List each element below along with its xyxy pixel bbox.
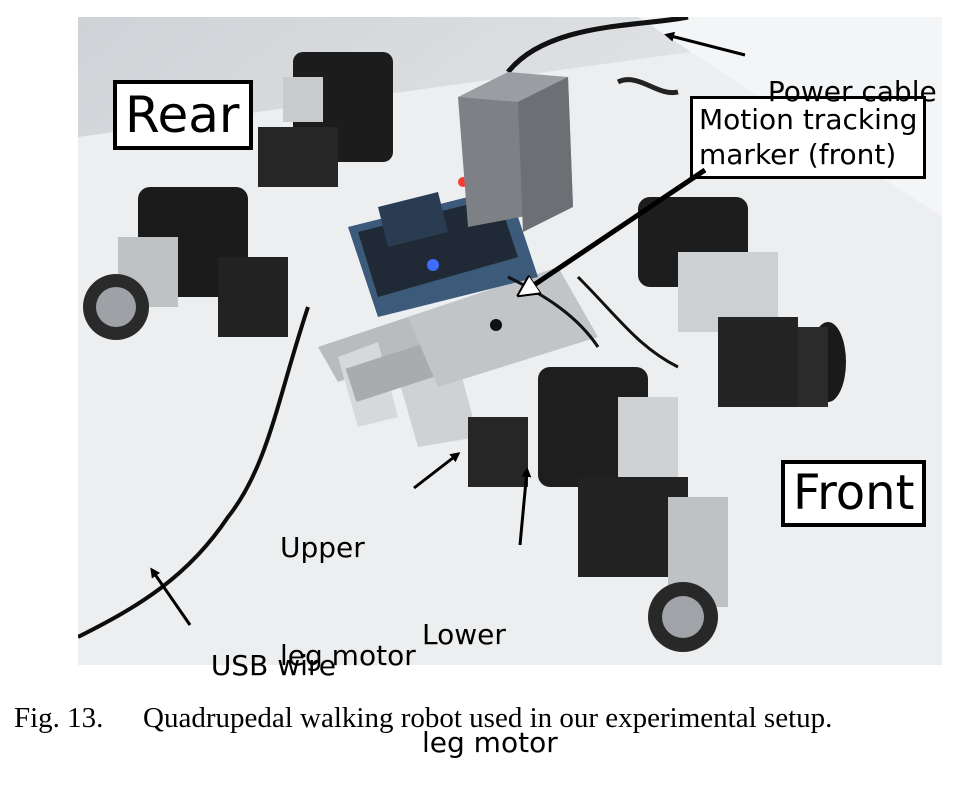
upper-leg-motor-label-line1: Upper: [280, 531, 365, 564]
power-cable-label: Power cable: [750, 38, 937, 110]
caption-text: Quadrupedal walking robot used in our ex…: [143, 702, 833, 734]
usb-wire-label: USB wire: [193, 612, 336, 684]
front-label: Front: [781, 460, 927, 527]
motion-marker-label-line2: marker (front): [699, 138, 897, 171]
lower-leg-motor-label-line1: Lower: [422, 618, 506, 651]
rear-label-text: Rear: [125, 86, 240, 144]
lower-leg-motor-label: Lower leg motor: [422, 545, 558, 797]
power-cable-label-text: Power cable: [767, 75, 937, 108]
caption-number: Fig. 13.: [14, 702, 104, 734]
rear-label: Rear: [113, 80, 254, 150]
motion-marker-label-line1: Motion tracking: [699, 103, 918, 136]
upper-leg-motor-label: Upper leg motor: [280, 458, 416, 710]
front-label-text: Front: [793, 465, 915, 521]
motion-marker-label: Motion tracking marker (front): [690, 96, 927, 179]
usb-wire-label-text: USB wire: [210, 649, 336, 682]
upper-leg-motor-label-line2: leg motor: [280, 639, 416, 672]
